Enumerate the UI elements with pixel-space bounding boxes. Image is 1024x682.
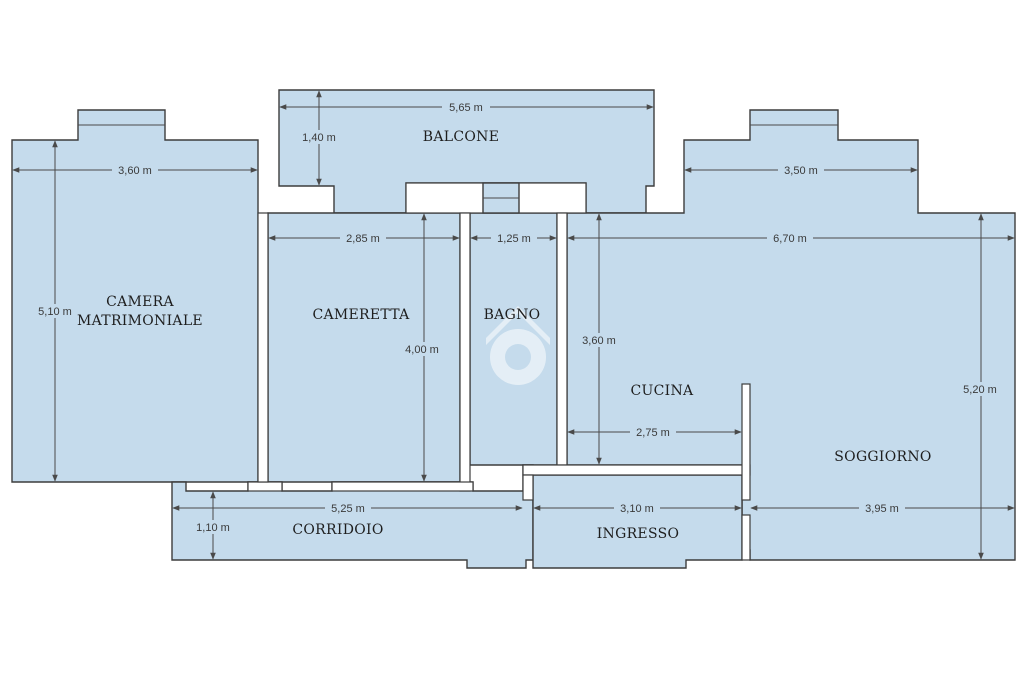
wall-cucina-bottom (522, 464, 751, 476)
label-balcone: BALCONE (423, 129, 499, 145)
wall-ingresso-right (741, 514, 751, 561)
label-ingresso: INGRESSO (597, 526, 680, 542)
label-cucina: CUCINA (631, 383, 695, 399)
room-shapes (11, 89, 1016, 569)
wall-camera-right (257, 212, 269, 483)
wall-bagno-cucina (556, 212, 568, 466)
dimension-labels: 5,65 m 1,40 m 3,60 m 5,10 m 3,50 m 2,85 … (33, 100, 1004, 534)
room-camera-matrimoniale (11, 109, 259, 483)
wall-cucina-right (741, 383, 751, 501)
label-camera-line2: MATRIMONIALE (77, 313, 203, 329)
label-corridoio: CORRIDOIO (292, 522, 383, 538)
wall-camera-stub (247, 481, 283, 492)
dim-soggiorno-top-width: 3,50 m (784, 165, 818, 177)
dim-cameretta-width: 2,85 m (346, 233, 380, 245)
room-ingresso (532, 474, 743, 569)
wall-cameretta-bagno (459, 212, 471, 492)
dim-corridoio-depth: 1,10 m (196, 522, 230, 534)
house-logo-icon (486, 306, 550, 385)
label-camera-line1: CAMERA (106, 294, 174, 310)
label-bagno: BAGNO (484, 307, 541, 323)
walls (78, 124, 838, 561)
label-soggiorno: SOGGIORNO (834, 449, 931, 465)
dim-balcone-depth: 1,40 m (302, 132, 336, 144)
dim-bagno-width: 1,25 m (497, 233, 531, 245)
dim-camera-depth: 5,10 m (38, 306, 72, 318)
room-labels: BALCONE CAMERA MATRIMONIALE CAMERETTA BA… (77, 129, 931, 542)
dim-soggiorno-depth: 5,20 m (963, 384, 997, 396)
dim-cameretta-depth: 4,00 m (405, 344, 439, 356)
label-cameretta: CAMERETTA (312, 307, 410, 323)
dim-ingresso-width: 3,10 m (620, 503, 654, 515)
dim-cucina-width: 2,75 m (636, 427, 670, 439)
wall-cameretta-bottom (331, 481, 474, 492)
dim-cucina-depth: 3,60 m (582, 335, 616, 347)
dim-living-width: 6,70 m (773, 233, 807, 245)
dim-soggiorno-width: 3,95 m (865, 503, 899, 515)
dim-camera-width: 3,60 m (118, 165, 152, 177)
dim-balcone-width: 5,65 m (449, 102, 483, 114)
dim-corridoio-width: 5,25 m (331, 503, 365, 515)
wall-ingresso-left (522, 474, 534, 501)
